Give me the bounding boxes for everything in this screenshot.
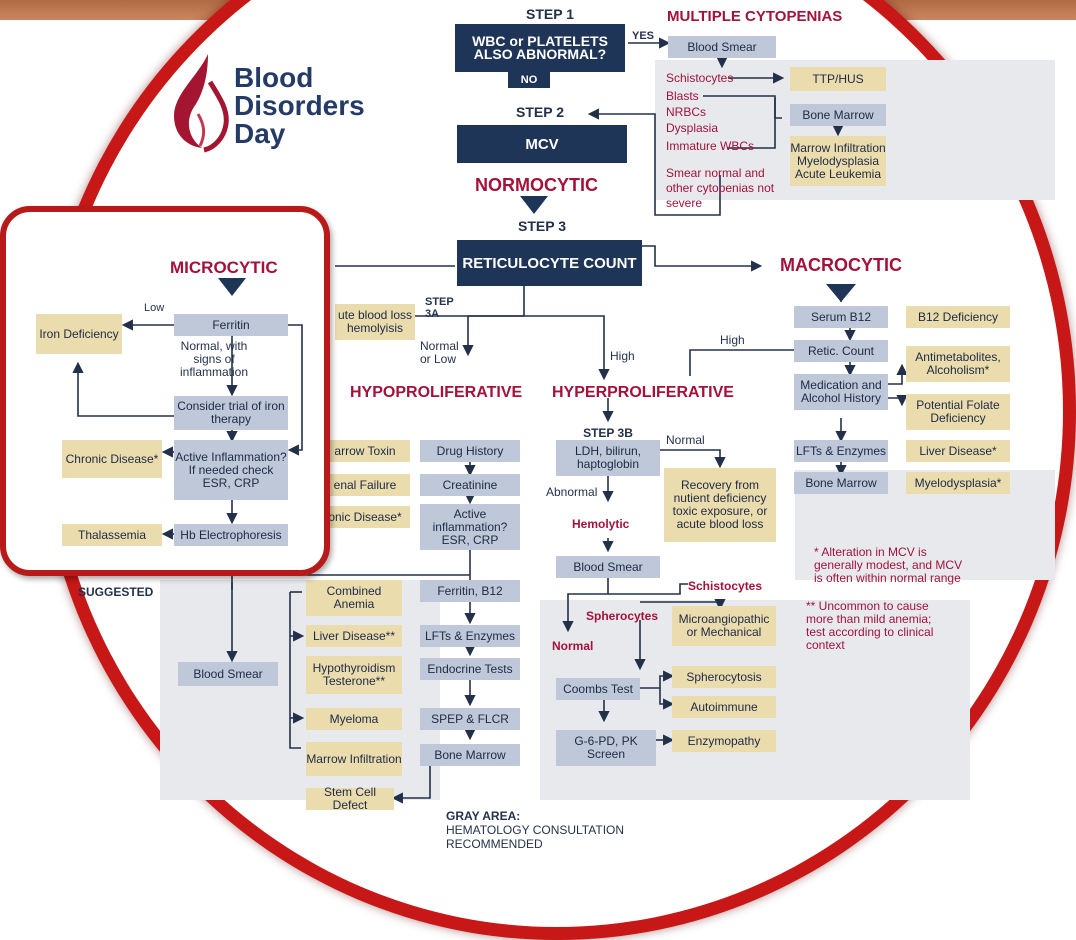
low-label: Low — [144, 302, 165, 314]
dysplasia-label: Dysplasia — [666, 121, 719, 135]
step1-label: STEP 1 — [526, 6, 574, 22]
medication-node: Medication and Alcohol History — [794, 374, 888, 410]
retic-count-node: Retic. Count — [794, 340, 888, 362]
endocrine-tests-node: Endocrine Tests — [420, 658, 520, 680]
coombs-test-node: Coombs Test — [556, 678, 640, 700]
creatinine-node: Creatinine — [420, 474, 520, 496]
combined-anemia-node: Combined Anemia — [306, 580, 402, 616]
liver-disease-node: Liver Disease** — [306, 625, 402, 647]
microcytic-panel: MICROCYTIC Low Ferritin Iron Deficiency … — [0, 206, 330, 576]
acute-loss-node: ute blood loss hemolyisis — [335, 304, 415, 340]
high-label: High — [610, 349, 635, 363]
active-inflammation-micro-node: Active Inflammation? If needed check ESR… — [174, 440, 288, 500]
iron-deficiency-node: Iron Deficiency — [36, 314, 122, 354]
macrocytic-title: MACROCYTIC — [780, 255, 902, 275]
yes-label: YES — [632, 30, 655, 42]
spherocytosis-node: Spherocytosis — [672, 666, 776, 688]
nrbcs-label: NRBCs — [666, 105, 707, 119]
blood-smear-node: Blood Smear — [668, 36, 776, 58]
hypoproliferative-title: HYPOPROLIFERATIVE — [350, 384, 523, 401]
drug-history-node: Drug History — [420, 440, 520, 462]
ldh-node: LDH, bilirun, haptoglobin — [556, 440, 660, 476]
b12-deficiency-node: B12 Deficiency — [906, 306, 1010, 328]
ttp-hus-node: TTP/HUS — [790, 67, 886, 91]
folate-node: Potential Folate Deficiency — [906, 394, 1010, 430]
autoimmune-node: Autoimmune — [672, 696, 776, 718]
mcv-node: MCV — [457, 125, 627, 163]
bone-marrow-hypo-node: Bone Marrow — [420, 744, 520, 766]
down-arrow-icon — [520, 196, 548, 214]
marrow-infiltration-node: Marrow Infiltration — [306, 742, 402, 776]
antimetabolites-node: Antimetabolites, Alcoholism* — [906, 346, 1010, 382]
lfts-macro-node: LFTs & Enzymes — [794, 440, 888, 462]
spep-flcr-node: SPEP & FLCR — [420, 708, 520, 730]
normal-or-low-label: Normal or Low — [420, 339, 459, 366]
chronic-disease-node: onic Disease* — [320, 506, 410, 528]
microangiopathic-node: Microangiopathic or Mechanical — [672, 606, 776, 646]
gray-area-title: GRAY AREA: — [446, 809, 521, 823]
myelodysplasia-node: Myelodysplasia* — [906, 472, 1010, 494]
marrow-toxin-node: arrow Toxin — [320, 440, 410, 462]
myeloma-node: Myeloma — [306, 708, 402, 730]
micro-down-arrow-icon — [218, 278, 246, 296]
step1-question-node: WBC or PLATELETS ALSO ABNORMAL? — [455, 24, 625, 72]
suggested-label: SUGGESTED — [78, 585, 154, 599]
chronic-disease-micro-node: Chronic Disease* — [62, 440, 162, 478]
step3-label: STEP 3 — [518, 218, 566, 234]
normal-label: Normal — [666, 433, 705, 447]
ferritin-node: Ferritin — [174, 314, 288, 336]
blood-drop-logo-icon — [174, 54, 229, 153]
thalassemia-node: Thalassemia — [62, 524, 162, 546]
reticulocyte-count-node: RETICULOCYTE COUNT — [457, 240, 642, 286]
active-inflammation-node: Active inflammation? ESR, CRP — [420, 504, 520, 550]
bone-marrow-node: Bone Marrow — [790, 104, 886, 126]
note-uncommon: ** Uncommon to cause more than mild anem… — [806, 599, 934, 652]
schistocytes-label: Schistocytes — [666, 71, 734, 85]
normocytic-title: NORMOCYTIC — [475, 175, 598, 195]
connector-lines — [226, 37, 908, 804]
hb-electrophoresis-node: Hb Electrophoresis — [174, 524, 288, 546]
serum-b12-node: Serum B12 — [794, 306, 888, 328]
g6pd-node: G-6-PD, PK Screen — [556, 730, 656, 766]
enzymopathy-node: Enzymopathy — [672, 730, 776, 752]
step2-label: STEP 2 — [516, 104, 564, 120]
multiple-cytopenias-title: MULTIPLE CYTOPENIAS — [667, 8, 843, 25]
renal-failure-node: enal Failure — [320, 474, 410, 496]
schistocytes-label-2: Schistocytes — [688, 579, 763, 593]
bone-marrow-macro-node: Bone Marrow — [794, 472, 888, 494]
high-macro-label: High — [720, 333, 745, 347]
step3a-label: STEP 3A — [425, 296, 454, 320]
recovery-node: Recovery from nutient deficiency toxic e… — [664, 468, 776, 542]
gray-area-line2: RECOMMENDED — [446, 837, 543, 851]
macro-down-arrow-icon — [826, 284, 856, 302]
ferritin-b12-node: Ferritin, B12 — [420, 580, 520, 602]
hypothyroidism-node: Hypothyroidism Testerone** — [306, 656, 402, 694]
marrow-result-node: Marrow Infiltration Myelodysplasia Acute… — [790, 136, 886, 186]
step3b-label: STEP 3B — [583, 426, 633, 440]
immature-wbcs-label: Immature WBCs — [666, 139, 755, 153]
stem-cell-defect-node: Stem Cell Defect — [306, 786, 394, 812]
spherocytes-label: Spherocytes — [586, 609, 659, 623]
liver-disease-macro-node: Liver Disease* — [906, 440, 1010, 462]
blood-smear-hemolytic-node: Blood Smear — [556, 556, 660, 578]
lfts-node: LFTs & Enzymes — [420, 625, 520, 647]
no-arrow: NO — [508, 72, 550, 88]
blasts-label: Blasts — [666, 89, 699, 103]
hyperproliferative-title: HYPERPROLIFERATIVE — [552, 384, 734, 401]
microcytic-connectors — [72, 319, 303, 540]
iron-trial-node: Consider trial of iron therapy — [174, 396, 288, 430]
normal-signs-label: Normal, with signs of inflammation — [179, 339, 249, 379]
smear-normal-label: Smear normal and other cytopenias not se… — [666, 166, 775, 210]
note-alteration: * Alteration in MCV is generally modest,… — [814, 545, 963, 585]
abnormal-label: Abnormal — [546, 485, 598, 499]
gray-area-line1: HEMATOLOGY CONSULTATION — [446, 823, 625, 837]
microcytic-title: MICROCYTIC — [170, 258, 278, 277]
hemolytic-label: Hemolytic — [572, 517, 630, 531]
normal-hemolytic-label: Normal — [552, 639, 594, 653]
blood-smear-hypo-node: Blood Smear — [178, 662, 278, 686]
